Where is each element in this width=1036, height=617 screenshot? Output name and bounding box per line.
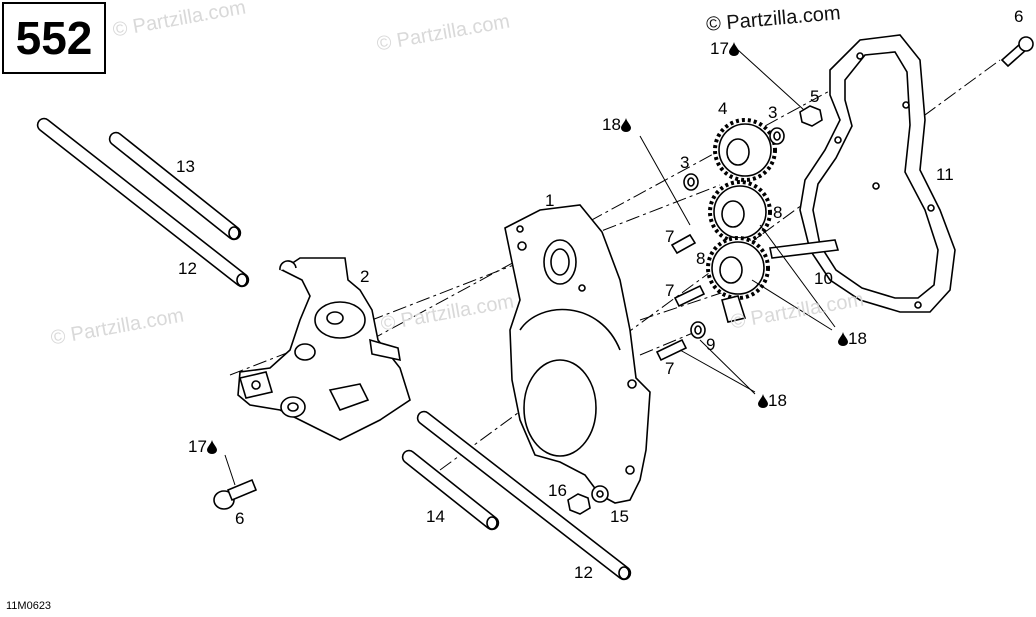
callout-17: 17 xyxy=(710,39,729,58)
gear-middle xyxy=(708,180,772,244)
callout-18-oil: 18 xyxy=(602,116,631,133)
callout-18: 18 xyxy=(848,329,867,348)
callout-7: 7 xyxy=(665,359,675,378)
rod-12-upper xyxy=(36,117,250,288)
callout-6: 6 xyxy=(235,509,245,528)
callout-16: 16 xyxy=(548,481,567,500)
callout-7: 7 xyxy=(665,227,675,246)
gear-top xyxy=(713,118,777,182)
callout-3: 3 xyxy=(680,153,690,172)
washer-3a xyxy=(683,173,699,191)
callout-4: 4 xyxy=(718,99,728,118)
rod-13 xyxy=(108,131,242,241)
callout-8: 8 xyxy=(773,203,783,222)
callout-12: 12 xyxy=(178,259,197,278)
diagram-number: 552 xyxy=(15,12,93,64)
washer-9 xyxy=(690,321,706,339)
callout-17-oil: 17 xyxy=(188,438,217,455)
callout-17-oil: 17 xyxy=(710,40,739,57)
screw-6-lower xyxy=(213,478,258,510)
oil-drop-icon xyxy=(758,394,768,408)
oil-drop-icon xyxy=(838,332,848,346)
figure-code: 11M0623 xyxy=(6,600,52,612)
screw-6-upper xyxy=(1000,36,1034,68)
gasket xyxy=(799,34,956,313)
diagram-number-box: 552 xyxy=(2,2,106,74)
callout-8: 8 xyxy=(696,249,706,268)
washer-15 xyxy=(591,485,609,503)
shaft-10 xyxy=(769,239,840,259)
callout-5: 5 xyxy=(810,87,820,106)
callout-13: 13 xyxy=(176,157,195,176)
nut-16 xyxy=(567,493,591,515)
callout-17: 17 xyxy=(188,437,207,456)
dowel-pin-1 xyxy=(670,233,697,255)
callout-2: 2 xyxy=(360,267,370,286)
callout-18: 18 xyxy=(602,115,621,134)
dowel-pin-2 xyxy=(673,284,706,308)
housing-cover xyxy=(504,204,651,504)
dowel-pin-3 xyxy=(655,338,688,362)
oil-drop-icon xyxy=(620,118,631,132)
callout-7: 7 xyxy=(665,281,675,300)
callout-12: 12 xyxy=(574,563,593,582)
oil-pump xyxy=(237,257,411,441)
gear-bottom xyxy=(706,236,770,300)
callout-18: 18 xyxy=(768,391,787,410)
nut-5 xyxy=(799,105,823,127)
rod-12-lower xyxy=(416,410,632,581)
callout-10: 10 xyxy=(814,269,833,288)
callout-18-oil: 18 xyxy=(838,330,867,347)
callout-15: 15 xyxy=(610,507,629,526)
callout-14: 14 xyxy=(426,507,445,526)
oil-drop-icon xyxy=(206,440,217,454)
callout-1: 1 xyxy=(545,191,555,210)
rod-14 xyxy=(401,449,500,531)
callout-3: 3 xyxy=(768,103,778,122)
callout-6: 6 xyxy=(1014,7,1024,26)
callout-9: 9 xyxy=(706,335,716,354)
washer-3b xyxy=(769,127,785,145)
callout-11: 11 xyxy=(936,165,954,184)
oil-drop-icon xyxy=(728,42,739,56)
callout-18-oil: 18 xyxy=(758,392,787,409)
